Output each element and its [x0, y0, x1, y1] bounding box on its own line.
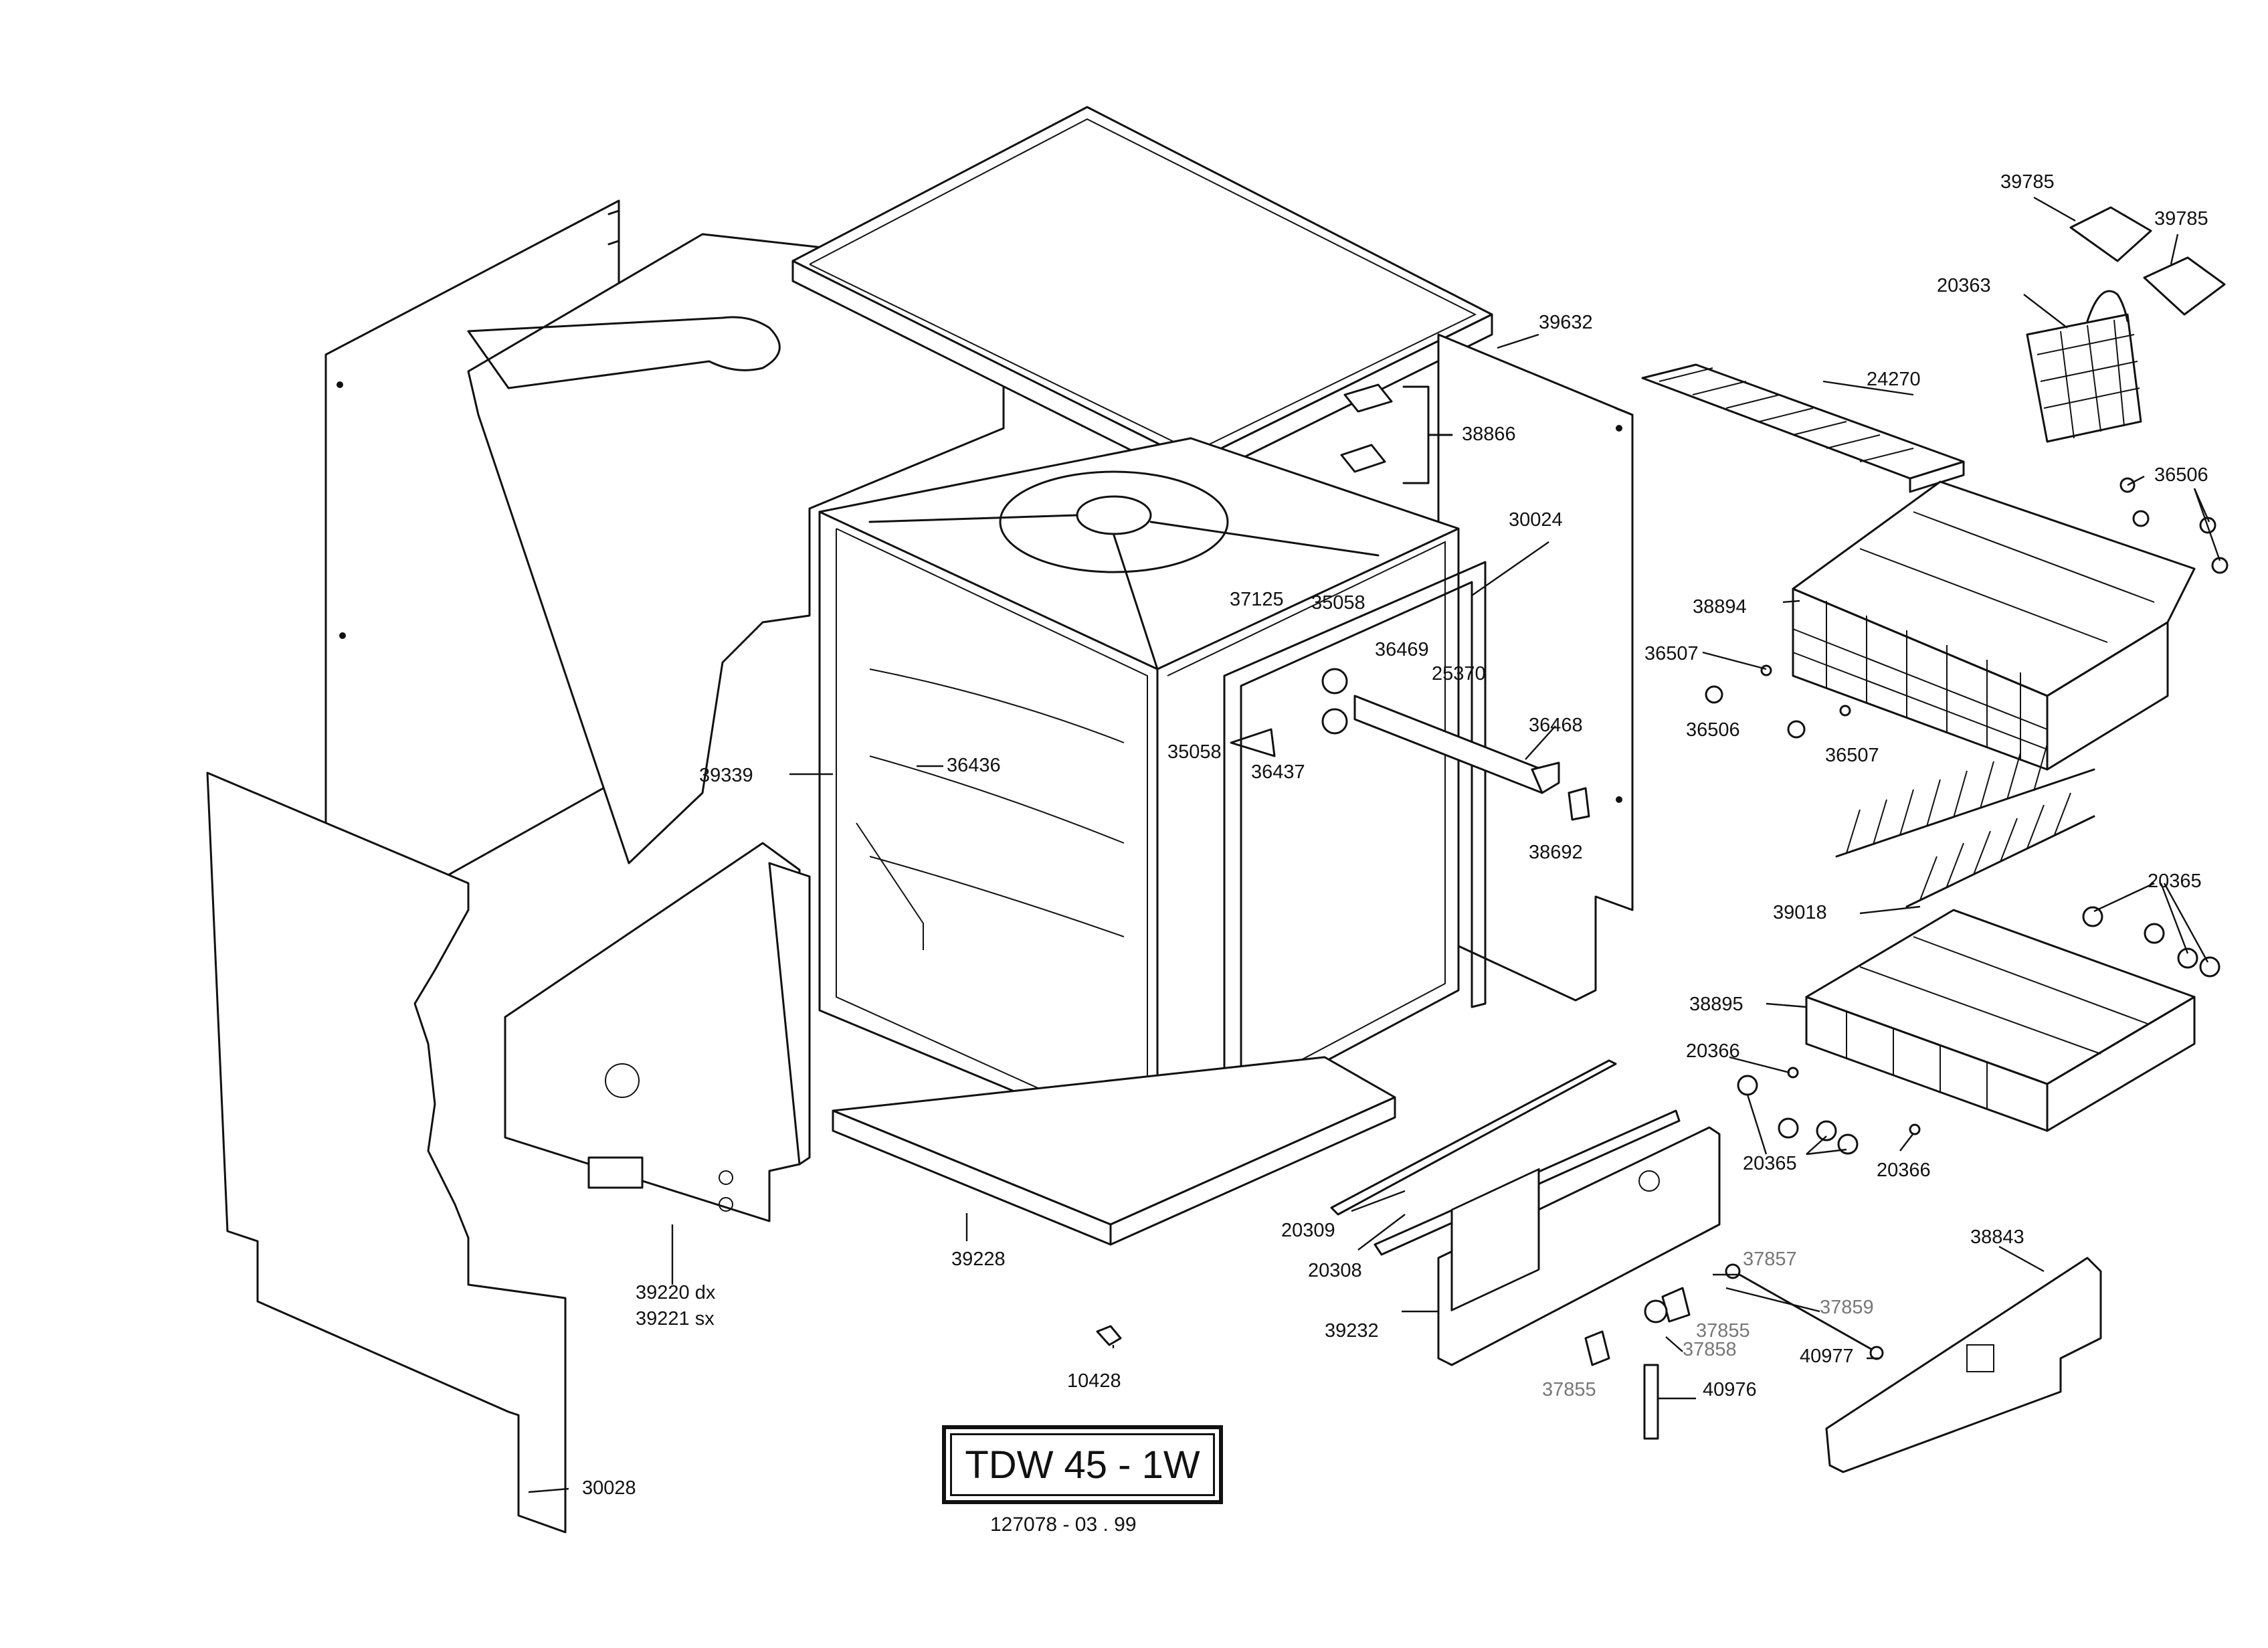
- part-label: 38692: [1529, 842, 1583, 863]
- plate-rack-insert: [1835, 743, 2095, 908]
- part-label: 20308: [1308, 1260, 1362, 1281]
- base-plate: [832, 1056, 1396, 1246]
- part-label: 25370: [1432, 663, 1486, 684]
- part-label: 38866: [1462, 424, 1516, 445]
- part-label: 37125: [1230, 589, 1284, 610]
- control-panel: [1437, 1126, 1721, 1366]
- part-label: 39018: [1773, 902, 1827, 923]
- part-label: 36506: [2154, 464, 2208, 486]
- part-label: 30028: [582, 1477, 636, 1499]
- part-label: 36506: [1686, 719, 1740, 741]
- part-label: 36507: [1825, 745, 1879, 766]
- cutlery-basket: [2026, 290, 2142, 443]
- part-label: 40976: [1703, 1379, 1757, 1400]
- part-label: 37858: [1683, 1339, 1737, 1360]
- leader-lines: [528, 196, 2221, 1493]
- cutlery-grid-inserts: [2069, 206, 2226, 316]
- part-label: 36437: [1251, 761, 1305, 783]
- part-label: 40977: [1800, 1346, 1854, 1367]
- part-label: 24270: [1867, 369, 1921, 390]
- part-label: 30024: [1509, 509, 1563, 531]
- part-label: 20365: [1743, 1153, 1797, 1174]
- fixing-bracket: [504, 842, 811, 1222]
- kickplate: [1825, 1257, 2102, 1473]
- part-label: 39785: [2000, 171, 2055, 193]
- part-label: 38843: [1970, 1226, 2024, 1248]
- part-label: 36436: [947, 755, 1001, 776]
- part-label: 39785: [2154, 208, 2208, 230]
- spray-arm-bar: [1353, 695, 1560, 794]
- lower-basket: [1805, 909, 2196, 1132]
- part-label: 37855: [1696, 1320, 1750, 1342]
- part-label: 10428: [1067, 1370, 1121, 1392]
- part-label: 38895: [1689, 994, 1743, 1015]
- part-label: 39232: [1325, 1320, 1379, 1342]
- model-title: TDW 45 - 1W: [965, 1443, 1200, 1487]
- worktop: [791, 106, 1493, 483]
- part-label: 20363: [1937, 275, 1991, 296]
- front-panel: [206, 771, 567, 1534]
- part-label: 39228: [951, 1249, 1006, 1270]
- upper-basket: [1792, 480, 2196, 771]
- drawing-number: 127078 - 03 . 99: [990, 1514, 1137, 1536]
- part-label: 37857: [1743, 1249, 1797, 1270]
- part-label: 36468: [1529, 715, 1583, 736]
- part-label: 36469: [1375, 639, 1429, 660]
- part-label: 36507: [1644, 643, 1699, 664]
- part-label: 37859: [1820, 1297, 1874, 1318]
- bracket-38866: [1402, 385, 1453, 484]
- part-label: 20365: [2148, 871, 2202, 892]
- part-label: 37855: [1542, 1379, 1596, 1400]
- part-label: 38894: [1693, 596, 1747, 618]
- part-label: 39339: [699, 765, 753, 786]
- part-label: 39632: [1539, 312, 1593, 333]
- model-title-box: TDW 45 - 1W: [942, 1425, 1223, 1504]
- part-label: 20366: [1877, 1160, 1931, 1181]
- right-side-panel: [1437, 333, 1634, 1002]
- part-label: 35058: [1311, 592, 1365, 614]
- part-label: 20366: [1686, 1040, 1740, 1062]
- upper-cup-shelf: [1641, 363, 1965, 493]
- part-label: 39220 dx: [636, 1282, 716, 1303]
- part-label: 39221 sx: [636, 1308, 715, 1330]
- part-label: 20309: [1281, 1220, 1335, 1241]
- tub-frame: [818, 437, 1460, 1152]
- part-label: 35058: [1167, 741, 1222, 763]
